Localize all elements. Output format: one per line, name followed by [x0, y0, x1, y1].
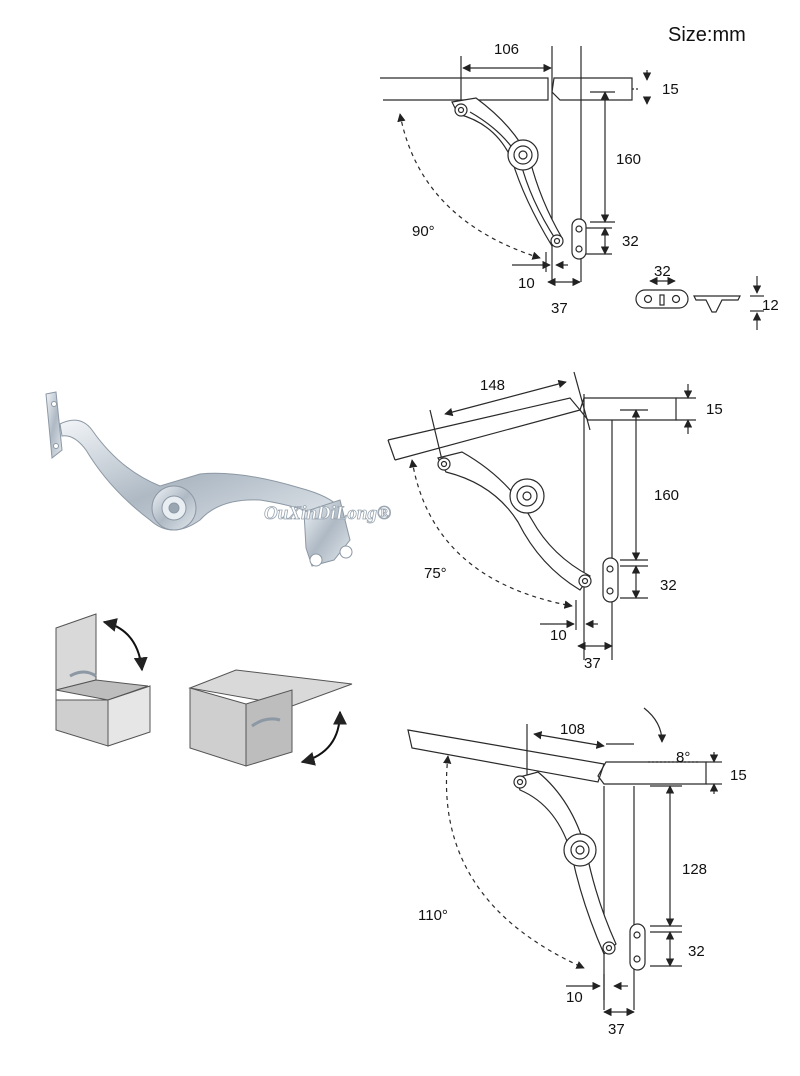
cabinet-illustration-side [188, 669, 353, 767]
diagram-110-degree [407, 707, 722, 1017]
dim-110-offset-large: 37 [608, 1021, 625, 1038]
dim-bracket-width: 32 [654, 263, 671, 280]
watermark-text: OuXinDiLong® [264, 503, 391, 524]
size-unit-label: Size:mm [668, 24, 746, 46]
dim-75-offset-large: 37 [584, 655, 601, 672]
dim-110-angle: 110° [418, 907, 448, 924]
dim-75-arm-length: 148 [480, 377, 505, 394]
hinge-product-image [45, 391, 353, 567]
dim-90-arm-length: 106 [494, 41, 519, 58]
dim-75-panel: 15 [706, 401, 723, 418]
diagram-90-degree [380, 46, 652, 287]
dim-110-offset-small: 10 [566, 989, 583, 1006]
dim-90-angle: 90° [412, 223, 435, 240]
cabinet-illustration-up [55, 613, 151, 747]
dim-110-height: 128 [682, 861, 707, 878]
dim-110-tilt: 8° [676, 749, 690, 766]
dim-75-angle: 75° [424, 565, 447, 582]
dim-90-offset-small: 10 [518, 275, 535, 292]
dim-bracket-height: 12 [762, 297, 779, 314]
dim-75-offset-small: 10 [550, 627, 567, 644]
diagram-75-degree [387, 371, 696, 660]
dim-90-offset-large: 37 [551, 300, 568, 317]
dim-90-mount: 32 [622, 233, 639, 250]
dim-110-mount: 32 [688, 943, 705, 960]
dim-110-panel: 15 [730, 767, 747, 784]
dim-90-height: 160 [616, 151, 641, 168]
dim-75-height: 160 [654, 487, 679, 504]
dim-75-mount: 32 [660, 577, 677, 594]
bracket-detail [635, 276, 764, 330]
dim-90-panel: 15 [662, 81, 679, 98]
dim-110-arm-length: 108 [560, 721, 585, 738]
